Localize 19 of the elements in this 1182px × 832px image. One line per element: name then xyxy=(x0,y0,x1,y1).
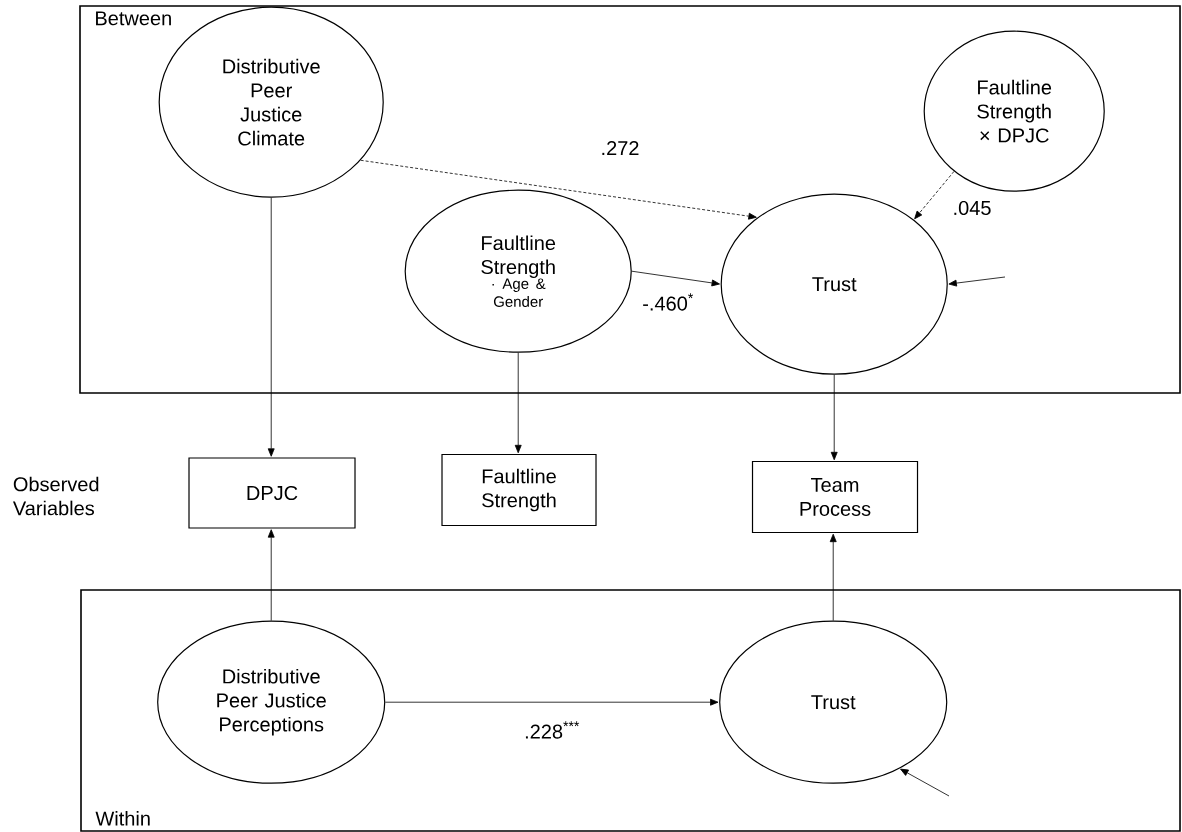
arrow xyxy=(514,352,522,454)
path-coefficient: -.460$^{*}$ xyxy=(641,292,695,312)
arrow xyxy=(360,159,757,220)
arrow xyxy=(900,768,950,797)
arrow xyxy=(631,270,720,287)
observed-variable-box: Faultline Strength xyxy=(441,453,597,527)
arrow xyxy=(830,374,838,461)
path-coefficient: .045 xyxy=(951,199,993,217)
arrow xyxy=(384,698,719,706)
side-label: Observed Variables xyxy=(12,476,99,516)
arrow xyxy=(829,533,837,621)
arrow xyxy=(948,276,1006,287)
arrow xyxy=(914,171,955,220)
observed-variable-box: DPJC xyxy=(188,457,356,529)
path-coefficient: .228$^{***}$ xyxy=(523,720,581,740)
path-coefficient: .272 xyxy=(599,140,641,156)
arrow xyxy=(267,529,275,621)
observed-variable-box: Team Process xyxy=(751,460,919,534)
arrow xyxy=(267,197,275,457)
